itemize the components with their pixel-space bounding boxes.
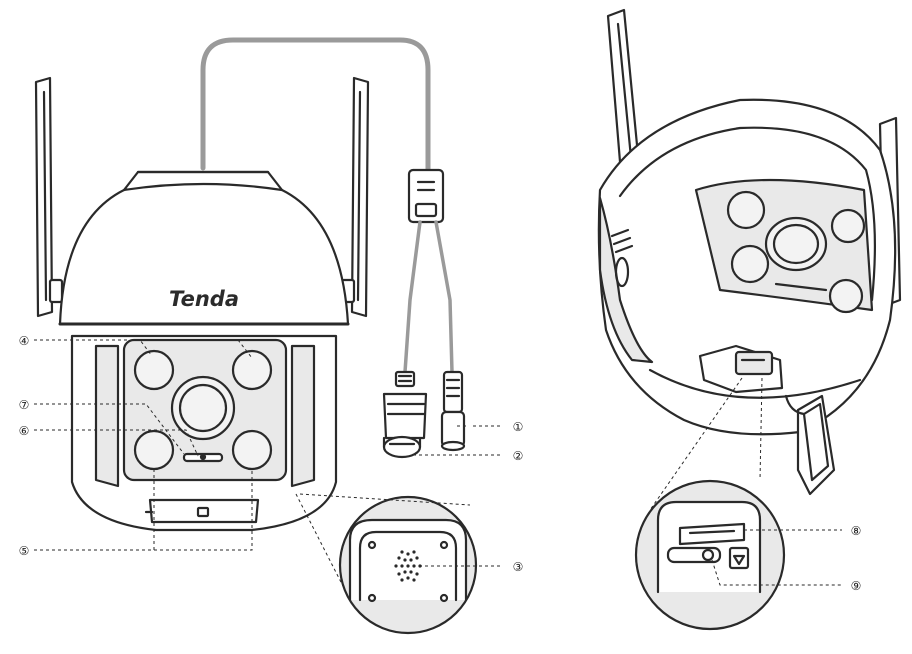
spotlight-bottom-left — [133, 429, 175, 471]
sd-card-slot-detail — [678, 522, 746, 546]
callout-3: ③ — [513, 560, 524, 574]
spotlight-top-right — [231, 349, 273, 391]
ethernet-cable — [403, 220, 422, 374]
power-cable — [200, 37, 431, 175]
led-indicator — [199, 453, 207, 461]
dc-power-port — [440, 370, 466, 452]
left-antenna — [34, 76, 64, 318]
front-camera — [34, 37, 478, 635]
lens — [170, 375, 236, 441]
callout-4: ④ — [19, 334, 30, 348]
callout-7: ⑦ — [19, 398, 30, 412]
callout-9: ⑨ — [851, 579, 862, 593]
cable-splitter — [407, 168, 445, 224]
leader-lines-left — [34, 339, 500, 591]
callout-6: ⑥ — [19, 424, 30, 438]
callout-1: ① — [513, 420, 524, 434]
spotlight-top-left — [133, 349, 175, 391]
dc-cable — [434, 220, 454, 374]
callout-labels: ① ② ③ ④ ⑤ ⑥ ⑦ ⑧ ⑨ — [19, 334, 862, 593]
spotlight-bottom-right — [231, 429, 273, 471]
brand-logo: Tenda — [169, 287, 239, 311]
leader-lines-right — [649, 377, 842, 586]
callout-8: ⑧ — [851, 524, 862, 538]
callout-2: ② — [513, 449, 524, 463]
callout-5: ⑤ — [19, 544, 30, 558]
speaker-grille — [394, 550, 422, 582]
ethernet-port — [382, 370, 428, 459]
right-antenna — [340, 76, 370, 318]
